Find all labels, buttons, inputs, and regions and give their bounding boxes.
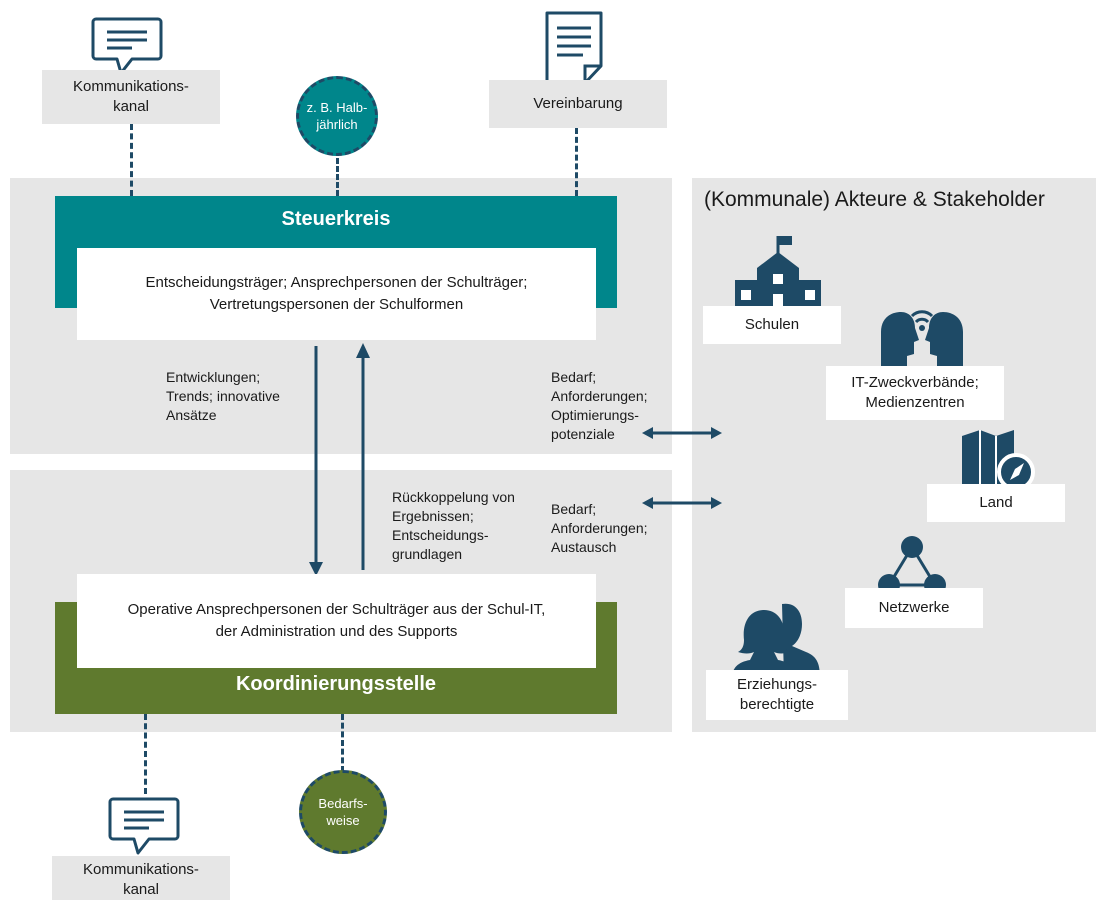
stakeholder-netzwerke: Netzwerke bbox=[845, 588, 983, 628]
document-icon bbox=[543, 10, 605, 91]
connector-line bbox=[341, 714, 344, 772]
school-icon bbox=[733, 232, 823, 317]
stakeholder-schulen: Schulen bbox=[703, 306, 841, 344]
stakeholder-land: Land bbox=[927, 484, 1065, 522]
connector-line bbox=[336, 150, 339, 196]
parents-icon bbox=[730, 600, 826, 683]
chat-bubble-icon bbox=[90, 16, 164, 83]
top-communication-channel-label: Kommunikations- kanal bbox=[42, 70, 220, 124]
koordinierungsstelle-title: Koordinierungsstelle bbox=[235, 673, 437, 695]
flow-down-annotation: Entwicklungen; Trends; innovative Ansätz… bbox=[166, 369, 280, 423]
steuerkreis-members: Entscheidungsträger; Ansprechpersonen de… bbox=[77, 248, 596, 340]
people-signal-icon bbox=[877, 302, 967, 379]
connector-line bbox=[575, 128, 578, 196]
stakeholder-it-zweckverbaende: IT-Zweckverbände; Medienzentren bbox=[826, 366, 1004, 420]
frequency-circle-asneeded: Bedarfs- weise bbox=[299, 770, 387, 854]
upper-double-arrow bbox=[640, 424, 724, 447]
chat-bubble-icon bbox=[107, 796, 181, 863]
upper-exchange-annotation: Bedarf; Anforderungen; Optimierungs- pot… bbox=[551, 369, 648, 442]
koordinierungsstelle-members: Operative Ansprechpersonen der Schulträg… bbox=[77, 574, 596, 668]
lower-double-arrow bbox=[640, 494, 724, 517]
frequency-circle-halfyearly: z. B. Halb- jährlich bbox=[296, 76, 378, 156]
agreement-label: Vereinbarung bbox=[489, 80, 667, 128]
bottom-communication-channel-label: Kommunikations- kanal bbox=[52, 856, 230, 900]
stakeholder-title: (Kommunale) Akteure & Stakeholder bbox=[704, 188, 1045, 211]
lower-exchange-annotation: Bedarf; Anforderungen; Austausch bbox=[551, 501, 648, 555]
connector-line bbox=[130, 124, 133, 196]
stakeholder-erziehungsberechtigte: Erziehungs- berechtigte bbox=[706, 670, 848, 720]
connector-line bbox=[144, 714, 147, 794]
flow-up-annotation: Rückkoppelung von Ergebnissen; Entscheid… bbox=[392, 489, 515, 562]
steuerkreis-title: Steuerkreis bbox=[281, 208, 391, 230]
flow-arrows bbox=[300, 340, 380, 583]
